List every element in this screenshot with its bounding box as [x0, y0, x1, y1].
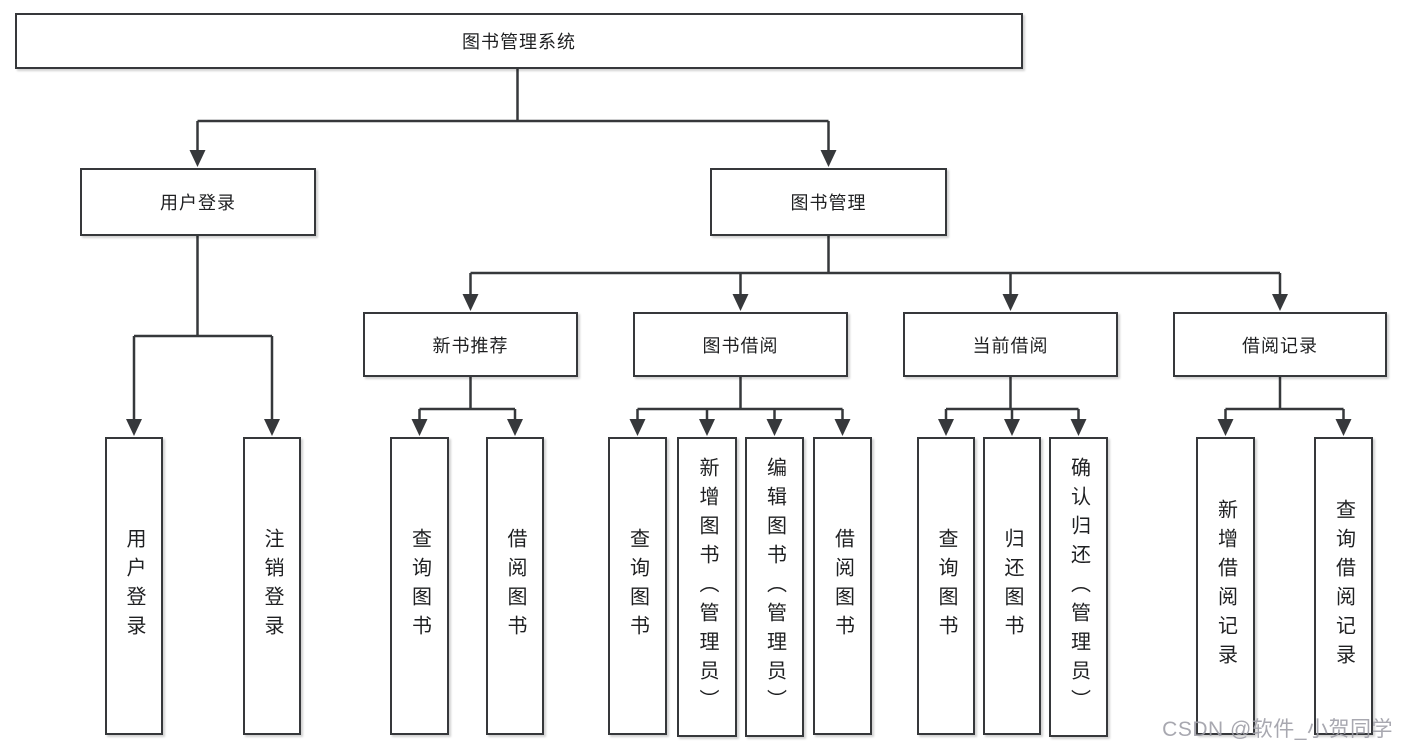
- node-library-management-system: 图书管理系统: [15, 13, 1023, 69]
- node-book-management-branch: 图书管理: [710, 168, 947, 236]
- arrowhead-icons: [126, 150, 1352, 436]
- node-leaf-add-books-admin: 新增图书（管理员）: [677, 437, 737, 737]
- node-borrowing-records: 借阅记录: [1173, 312, 1387, 377]
- node-leaf-query-books-borrowing: 查询图书: [608, 437, 667, 735]
- node-leaf-query-books-recommend: 查询图书: [390, 437, 449, 735]
- node-leaf-borrow-books: 借阅图书: [813, 437, 872, 735]
- node-current-borrowing: 当前借阅: [903, 312, 1118, 377]
- node-leaf-borrow-books-recommend: 借阅图书: [486, 437, 544, 735]
- node-leaf-user-login: 用户登录: [105, 437, 163, 735]
- node-leaf-query-borrow-record: 查询借阅记录: [1314, 437, 1373, 735]
- node-leaf-return-books: 归还图书: [983, 437, 1041, 735]
- node-leaf-logout: 注销登录: [243, 437, 301, 735]
- node-leaf-confirm-return-admin: 确认归还（管理员）: [1049, 437, 1108, 737]
- node-new-book-recommend: 新书推荐: [363, 312, 578, 377]
- node-leaf-add-borrow-record: 新增借阅记录: [1196, 437, 1255, 735]
- node-leaf-edit-books-admin: 编辑图书（管理员）: [745, 437, 804, 737]
- node-book-borrowing: 图书借阅: [633, 312, 848, 377]
- csdn-watermark: CSDN @软件_小贺同学: [1162, 718, 1393, 741]
- node-user-login-branch: 用户登录: [80, 168, 316, 236]
- node-leaf-query-books-current: 查询图书: [917, 437, 975, 735]
